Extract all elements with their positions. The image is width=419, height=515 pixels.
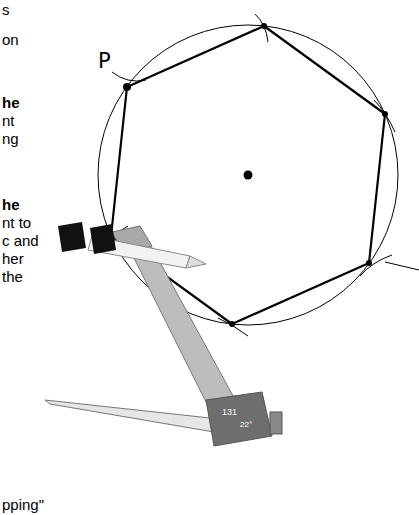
text-fragment: her [2,251,24,268]
text-fragment: ng [2,131,19,148]
center-dot [244,171,253,180]
text-fragment: c and [2,233,39,250]
text-fragment: he [2,95,20,112]
text-fragment: pping" [2,497,44,514]
arc-marks [100,14,419,336]
text-fragment: he [2,197,20,214]
text-fragment: nt to [2,215,31,232]
text-fragment: on [2,32,19,49]
compass-illustration [45,222,282,446]
text-fragment: s [2,2,10,19]
text-fragment: nt [2,113,15,130]
compass-angle: 22° [240,421,252,430]
circle [98,25,398,325]
text-fragment: the [2,269,23,286]
compass-number: 131 [222,408,237,418]
point-label: P [98,50,111,73]
